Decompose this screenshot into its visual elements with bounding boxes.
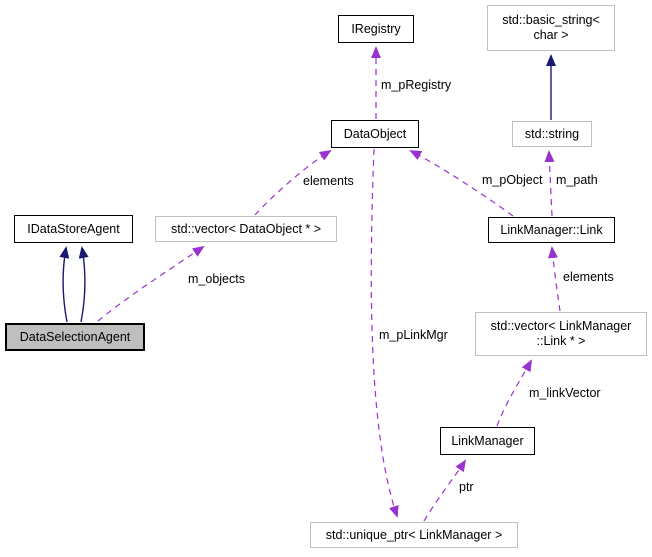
edge-label-m-plinkmgr: m_pLinkMgr (379, 328, 448, 342)
edge-label-ptr: ptr (459, 480, 474, 494)
node-idatastoreagent-label: IDataStoreAgent (27, 221, 120, 236)
edge-label-elements-left: elements (303, 174, 354, 188)
edge-elements-dataobject (254, 149, 332, 216)
edge-inherit-agent-1 (59, 246, 70, 323)
node-std-string-label: std::string (524, 126, 580, 141)
edge-label-m-path: m_path (556, 173, 598, 187)
node-linkmanager-link[interactable]: LinkManager::Link (488, 217, 615, 243)
edge-m-linkvector (496, 359, 532, 427)
edge-m-path (544, 150, 555, 217)
node-linkmanager-label: LinkManager (451, 433, 524, 448)
node-unique-ptr[interactable]: std::unique_ptr< LinkManager > (310, 522, 518, 548)
edge-ptr (423, 459, 467, 522)
node-vector-dataobject-label: std::vector< DataObject * > (170, 221, 322, 236)
edge-m-plinkmgr (370, 148, 399, 518)
edge-label-m-objects: m_objects (188, 272, 245, 286)
node-unique-ptr-label: std::unique_ptr< LinkManager > (325, 527, 503, 542)
node-vector-dataobject[interactable]: std::vector< DataObject * > (155, 216, 337, 242)
edge-inherit-agent-2 (78, 246, 89, 323)
node-idatastoreagent[interactable]: IDataStoreAgent (14, 215, 133, 243)
node-dataselectionagent[interactable]: DataSelectionAgent (5, 323, 145, 351)
node-vector-link-line2: ::Link * > (536, 334, 586, 348)
edge-label-m-pobject: m_pObject (482, 173, 543, 187)
edge-m-pobject (409, 150, 514, 217)
node-basic-string-line2: char > (533, 28, 569, 42)
node-vector-link-line1: std::vector< LinkManager (490, 319, 632, 333)
node-basic-string-line1: std::basic_string< (502, 13, 600, 27)
edge-label-m-linkvector: m_linkVector (529, 386, 601, 400)
edge-label-elements-right: elements (563, 270, 614, 284)
node-std-string[interactable]: std::string (512, 121, 592, 147)
edge-m-objects (97, 245, 205, 322)
node-dataselectionagent-label: DataSelectionAgent (19, 329, 131, 344)
node-dataobject-label: DataObject (343, 126, 407, 141)
node-iregistry[interactable]: IRegistry (338, 15, 414, 43)
node-linkmanager[interactable]: LinkManager (440, 427, 535, 455)
node-dataobject[interactable]: DataObject (331, 120, 419, 148)
edge-label-m-pregistry: m_pRegistry (381, 78, 452, 92)
node-iregistry-label: IRegistry (351, 21, 401, 36)
node-linkmanager-link-label: LinkManager::Link (500, 222, 603, 237)
edge-elements-link (548, 246, 561, 312)
node-vector-link[interactable]: std::vector< LinkManager ::Link * > (475, 312, 647, 356)
node-basic-string[interactable]: std::basic_string< char > (487, 5, 615, 51)
